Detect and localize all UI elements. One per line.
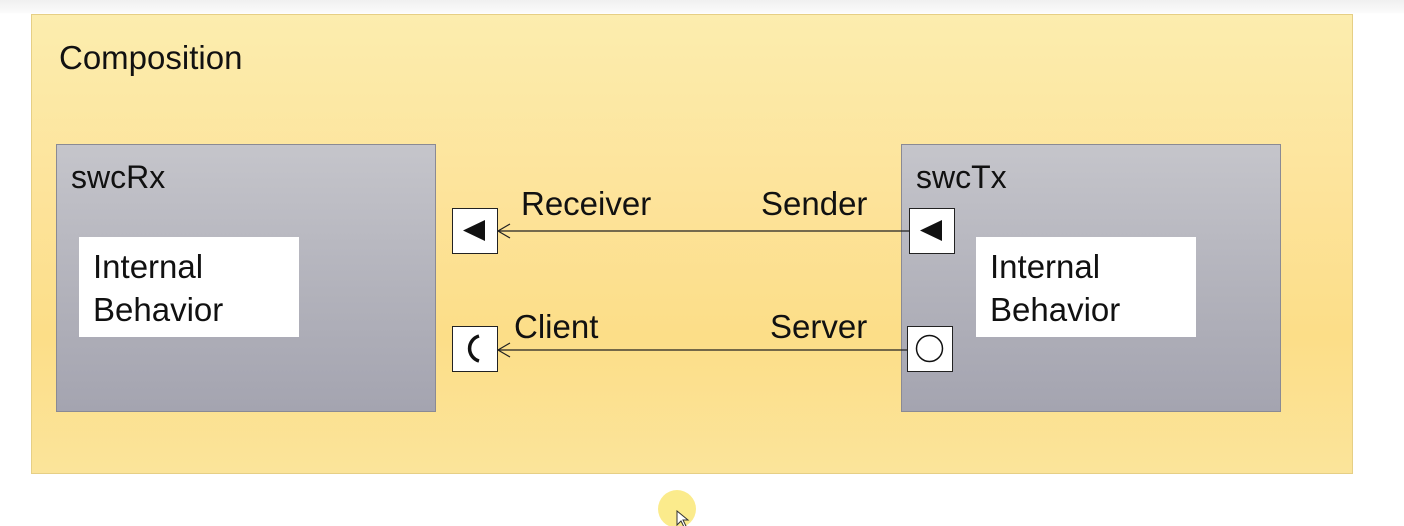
server-port[interactable]	[907, 326, 953, 372]
composition-title: Composition	[59, 39, 243, 76]
left-triangle-icon	[920, 220, 942, 241]
component-name-tx: swcTx	[916, 159, 1007, 195]
sender-port[interactable]	[909, 208, 955, 254]
mouse-cursor-icon	[676, 510, 690, 526]
sender-receiver-connector[interactable]	[496, 223, 910, 239]
required-interface-icon	[467, 334, 480, 363]
receiver-port[interactable]	[452, 208, 498, 254]
provided-interface-icon	[915, 334, 944, 363]
receiver-label: Receiver	[521, 185, 652, 222]
internal-behavior-rx[interactable]: Internal Behavior	[79, 237, 299, 337]
behavior-line-2-tx: Behavior	[990, 291, 1121, 328]
component-swc-tx[interactable]: swcTx Internal Behavior	[901, 144, 1281, 412]
client-server-connector[interactable]	[496, 342, 907, 358]
left-triangle-icon	[463, 220, 485, 241]
behavior-line-2-rx: Behavior	[93, 291, 224, 328]
mouse-cursor-highlight	[658, 490, 696, 526]
client-label: Client	[514, 308, 599, 345]
sender-label: Sender	[761, 185, 868, 222]
server-label: Server	[770, 308, 868, 345]
client-port[interactable]	[452, 326, 498, 372]
behavior-line-1-tx: Internal	[990, 248, 1101, 285]
internal-behavior-tx[interactable]: Internal Behavior	[976, 237, 1196, 337]
component-swc-rx[interactable]: swcRx Internal Behavior	[56, 144, 436, 412]
behavior-line-1-rx: Internal	[93, 248, 204, 285]
component-name-rx: swcRx	[71, 159, 166, 195]
